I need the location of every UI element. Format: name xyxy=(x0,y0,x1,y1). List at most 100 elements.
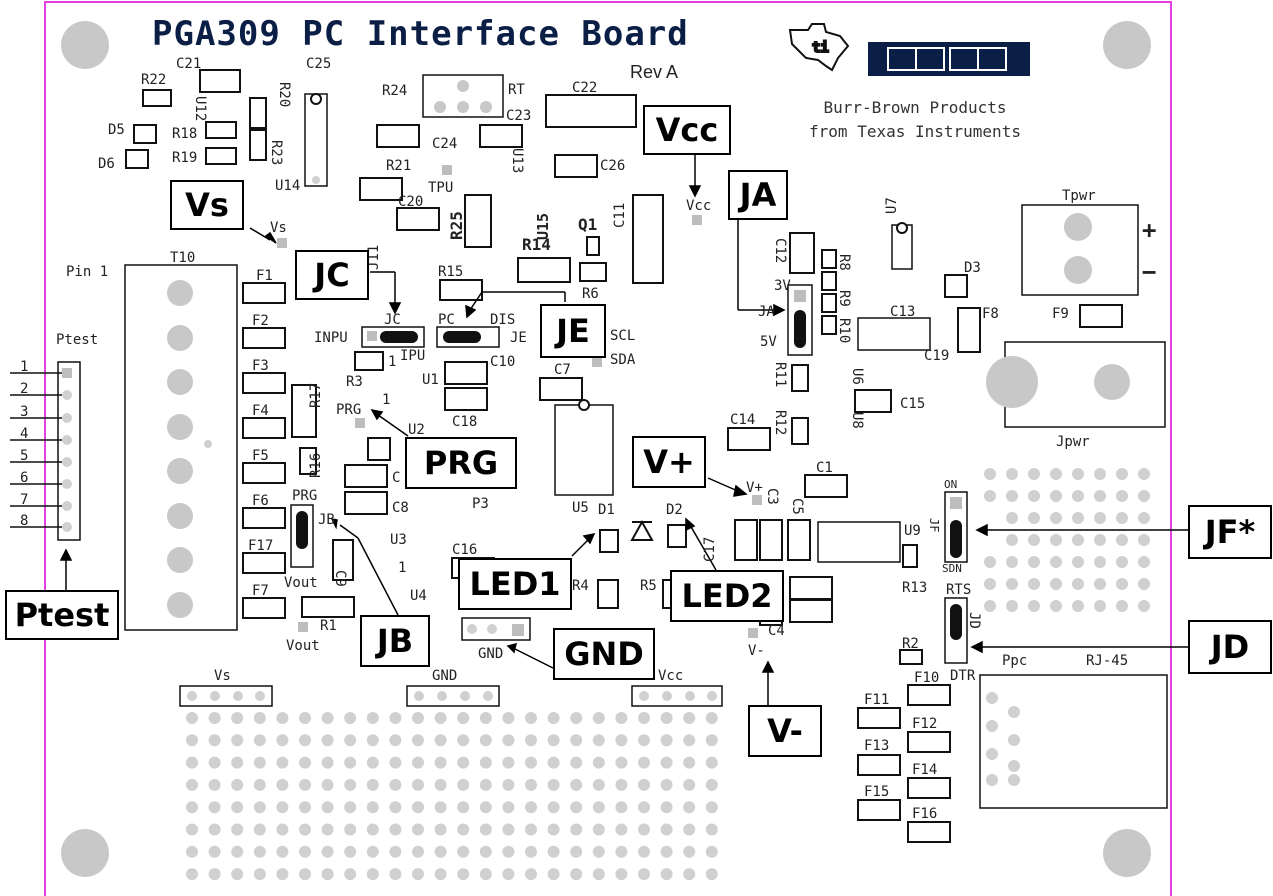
label-fuse: F3 xyxy=(252,358,269,374)
header-pin xyxy=(707,691,717,701)
proto-hole xyxy=(253,734,266,747)
label-c15: C15 xyxy=(900,396,925,412)
proto-hole xyxy=(479,823,492,836)
proto-hole xyxy=(525,801,537,814)
jc-je-jumpers xyxy=(361,326,602,367)
label-fuse: F7 xyxy=(252,583,269,599)
proto-hole xyxy=(231,845,244,858)
bottom-headers xyxy=(179,685,723,707)
proto-hole xyxy=(276,734,289,747)
proto-hole xyxy=(344,823,357,836)
label-on: ON xyxy=(944,478,957,491)
proto-hole xyxy=(434,734,447,747)
proto-hole xyxy=(502,778,515,791)
proto-hole xyxy=(299,801,311,814)
label-one: 1 xyxy=(388,354,396,370)
callout-jb: JB xyxy=(360,615,430,667)
label-vout: Vout xyxy=(286,638,320,654)
proto-hole xyxy=(660,823,673,836)
proto-hole xyxy=(208,801,221,814)
proto-hole xyxy=(389,756,402,769)
proto-hole xyxy=(457,734,470,747)
label-fuse: F17 xyxy=(248,538,273,554)
proto-hole xyxy=(276,868,289,881)
proto-hole xyxy=(592,868,605,881)
proto-hole xyxy=(570,734,583,747)
label-one: 1 xyxy=(398,560,406,576)
board-title: PGA309 PC Interface Board xyxy=(152,14,689,54)
header-pin xyxy=(210,691,220,701)
proto-hole xyxy=(366,712,379,724)
label-ipu: IPU xyxy=(400,348,425,364)
proto-hole xyxy=(638,756,650,769)
label-u3: U3 xyxy=(390,532,407,548)
header-pin xyxy=(187,691,197,701)
label-pin: 7 xyxy=(20,492,28,508)
proto-hole xyxy=(434,801,447,814)
mounting-hole xyxy=(61,829,109,877)
label-5v: 5V xyxy=(760,334,777,350)
proto-hole xyxy=(299,712,311,724)
proto-hole xyxy=(434,845,447,858)
proto-hole xyxy=(231,734,244,747)
label-fuse: F10 xyxy=(914,670,939,686)
proto-hole xyxy=(479,845,492,858)
label-c14: C14 xyxy=(730,412,755,428)
label-r17: R17 xyxy=(308,383,324,408)
callout-jf: JF* xyxy=(1188,505,1272,559)
label-fuse: F2 xyxy=(252,313,269,329)
label-gnd-pad: GND xyxy=(478,646,503,662)
proto-hole xyxy=(321,734,334,747)
proto-hole xyxy=(705,734,718,747)
label-u7: U7 xyxy=(884,197,900,214)
label-d2: D2 xyxy=(666,502,683,518)
label-r24: R24 xyxy=(382,83,407,99)
label-c12: C12 xyxy=(772,238,788,263)
label-c3: C3 xyxy=(764,488,780,505)
proto-hole xyxy=(389,712,402,724)
proto-hole xyxy=(344,868,357,881)
t10-terminal xyxy=(124,264,238,631)
proto-hole xyxy=(592,778,605,791)
label-r19: R19 xyxy=(172,150,197,166)
label-minus: − xyxy=(1142,258,1156,286)
proto-hole xyxy=(457,801,470,814)
proto-hole xyxy=(547,734,560,747)
proto-hole xyxy=(299,845,311,858)
label-c8: C8 xyxy=(392,500,409,516)
proto-hole xyxy=(186,778,198,791)
header-pin xyxy=(233,691,243,701)
label-c18: C18 xyxy=(452,414,477,430)
proto-hole xyxy=(660,801,673,814)
label-c: C xyxy=(392,470,400,486)
proto-hole xyxy=(231,823,244,836)
label-c25: C25 xyxy=(306,56,331,72)
proto-hole xyxy=(276,823,289,836)
label-u14: U14 xyxy=(275,178,300,194)
proto-hole xyxy=(344,778,357,791)
label-c16: C16 xyxy=(452,542,477,558)
proto-hole xyxy=(299,734,311,747)
label-j11: J11 xyxy=(366,245,382,270)
label-f9: F9 xyxy=(1052,306,1069,322)
proto-hole xyxy=(570,823,583,836)
proto-hole xyxy=(299,778,311,791)
proto-hole xyxy=(502,845,515,858)
proto-hole xyxy=(502,712,515,724)
label-c13: C13 xyxy=(890,304,915,320)
label-u4: U4 xyxy=(410,588,427,604)
label-pin: 2 xyxy=(20,381,28,397)
proto-hole xyxy=(321,868,334,881)
proto-hole xyxy=(638,868,650,881)
label-fuse: F1 xyxy=(256,268,273,284)
label-inpu: INPU xyxy=(314,330,348,346)
proto-hole xyxy=(479,778,492,791)
callout-led1: LED1 xyxy=(458,558,572,610)
label-r25: R25 xyxy=(447,211,466,240)
proto-hole xyxy=(321,712,334,724)
label-pin: 4 xyxy=(20,426,28,442)
header-pin xyxy=(685,691,695,701)
label-jd: JD xyxy=(966,612,982,629)
proto-hole xyxy=(208,756,221,769)
label-jf: JF xyxy=(927,518,941,532)
